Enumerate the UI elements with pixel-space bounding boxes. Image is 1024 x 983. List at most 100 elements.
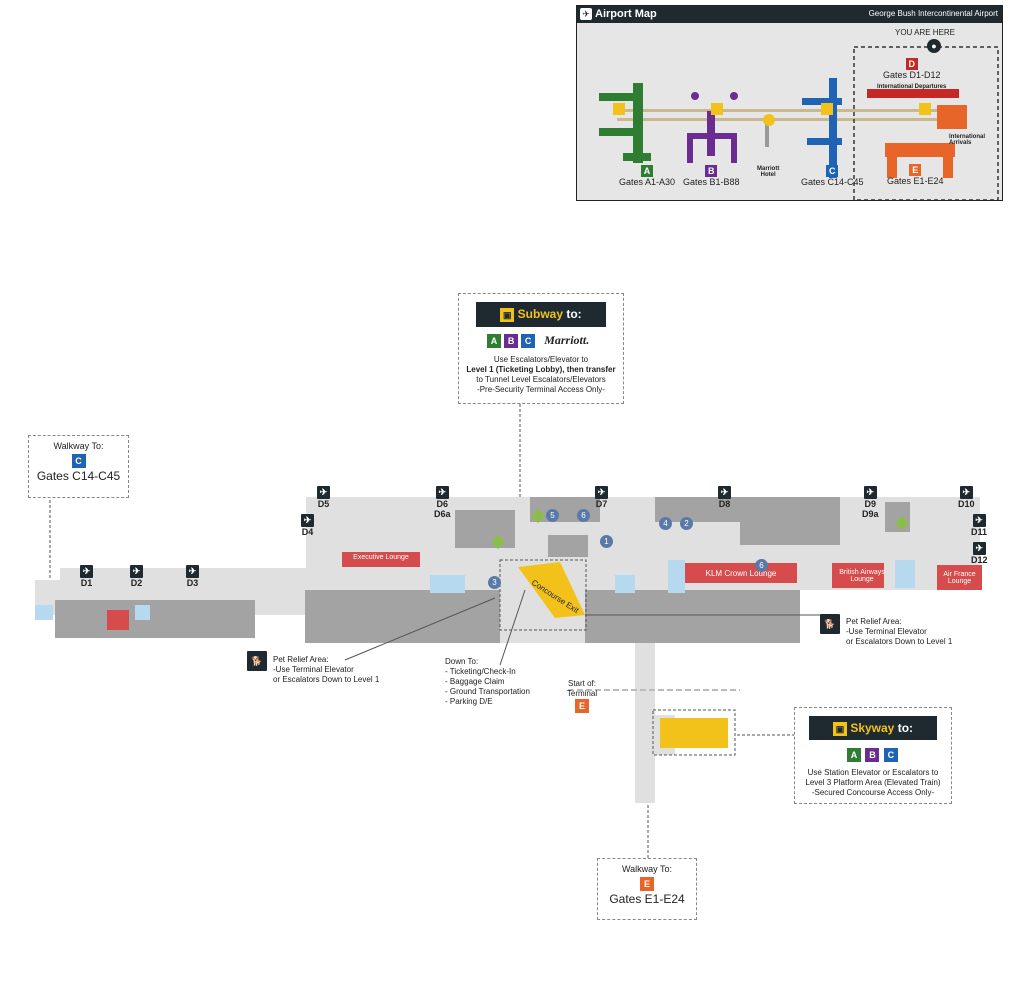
gate-d12-label: D12 — [971, 555, 988, 565]
gate-d9a-label: D9a — [862, 509, 879, 519]
gate-d9-label: D9 — [864, 499, 877, 509]
start-of-terminal-label: Terminal — [566, 689, 598, 698]
you-are-here-icon: ● — [927, 39, 941, 53]
skyway-to: to: — [897, 721, 914, 735]
walkway-e-title: Walkway To: — [621, 864, 672, 874]
gate-d8-label: D8 — [718, 499, 731, 509]
airplane-icon: ✈ — [301, 514, 314, 527]
skyway-destinations: A B C — [847, 745, 898, 763]
terminal-d-letter: D — [905, 58, 918, 70]
subway-line-1: Use Escalators/Elevator to — [493, 355, 589, 364]
pet-left-line-1: Pet Relief Area: — [273, 655, 329, 664]
gate-d3: ✈D3 — [186, 565, 199, 588]
airplane-icon: ✈ — [435, 486, 449, 499]
skyway-line-1: Use Station Elevator or Escalators to — [807, 768, 939, 777]
you-are-here-label: YOU ARE HERE — [895, 28, 956, 37]
overview-map-drawing — [599, 46, 999, 200]
airplane-icon: ✈ — [130, 565, 143, 578]
gate-d10-label: D10 — [958, 499, 975, 509]
subway-banner: ▣ Subway to: — [476, 302, 606, 327]
terminal-d-gates: Gates D1-D12 — [883, 70, 941, 80]
number-badge: 1 — [600, 535, 613, 548]
terminal-a-gates: Gates A1-A30 — [619, 177, 676, 187]
gate-d11-label: D11 — [971, 527, 988, 537]
subway-line-2: Level 1 (Ticketing Lobby), then transfer — [466, 365, 616, 374]
pet-right-line-2: -Use Terminal Elevator — [846, 627, 927, 636]
airplane-icon: ✈ — [580, 8, 592, 20]
walkway-e-box: Walkway To: E Gates E1-E24 — [597, 858, 697, 920]
airplane-icon: ✈ — [718, 486, 731, 499]
terminal-a-letter: A — [641, 165, 654, 177]
number-badge: 6 — [577, 509, 590, 522]
terminal-e-letter: E — [909, 164, 922, 176]
walkway-e-gates: Gates E1-E24 — [609, 892, 685, 906]
airplane-icon: ✈ — [80, 565, 93, 578]
terminal-b-marker: B Gates B1-B88 — [683, 165, 740, 187]
gate-d1-label: D1 — [80, 578, 93, 588]
walkway-c-letter: C — [71, 454, 86, 468]
number-badge: 5 — [546, 509, 559, 522]
skyway-letter-a: A — [847, 748, 861, 762]
skyway-instructions: Use Station Elevator or Escalators to Le… — [795, 768, 951, 798]
subway-line-4: -Pre-Security Terminal Access Only- — [477, 385, 605, 394]
subway-line-3: to Tunnel Level Escalators/Elevators — [476, 375, 606, 384]
overview-map-title: Airport Map — [595, 8, 657, 20]
down-to-line-1: - Ticketing/Check-In — [445, 667, 516, 676]
skyway-banner: ▣ Skyway to: — [809, 716, 937, 740]
terminal-e-letter: E — [575, 699, 589, 713]
skyway-letter-b: B — [865, 748, 880, 762]
walkway-e-letter: E — [640, 877, 654, 891]
terminal-e-marker: E Gates E1-E24 — [887, 164, 944, 186]
pet-relief-icon: 🐕 — [820, 614, 840, 634]
airplane-icon: ✈ — [186, 565, 199, 578]
british-airways-lounge-label: British Airways Lounge — [839, 569, 885, 583]
skyway-letter-c: C — [883, 748, 898, 762]
gate-d8: ✈D8 — [718, 486, 731, 509]
pet-relief-right-note: Pet Relief Area: -Use Terminal Elevator … — [846, 617, 952, 647]
marriott-hotel-label: Marriott Hotel — [757, 166, 780, 178]
overview-map-header: ✈ Airport Map George Bush Intercontinent… — [577, 6, 1002, 23]
gate-d12: ✈D12 — [971, 542, 988, 565]
walkway-c-gates: Gates C14-C45 — [36, 469, 121, 483]
skyway-info-box: ▣ Skyway to: A B C Use Station Elevator … — [794, 707, 952, 804]
skyway-title: Skyway — [850, 721, 895, 735]
gate-d7: ✈D7 — [595, 486, 608, 509]
down-to-line-4: - Parking D/E — [445, 697, 493, 706]
gate-d5: ✈D5 — [317, 486, 330, 509]
subway-letter-a: A — [487, 334, 501, 348]
international-departures-label: International Departures — [877, 84, 947, 90]
terminal-d-marker: D Gates D1-D12 — [883, 58, 941, 80]
gate-d7-label: D7 — [595, 499, 608, 509]
gate-d2: ✈D2 — [130, 565, 143, 588]
pet-relief-icon: 🐕 — [247, 651, 267, 671]
terminal-c-gates: Gates C14-C45 — [801, 177, 864, 187]
start-of-label: Start of: — [567, 679, 596, 688]
international-arrivals-label: International Arrivals — [949, 134, 986, 146]
gate-d3-label: D3 — [186, 578, 199, 588]
pet-right-line-3: or Escalators Down to Level 1 — [846, 637, 953, 646]
airport-overview-map: ✈ Airport Map George Bush Intercontinent… — [576, 5, 1003, 201]
gate-d10: ✈D10 — [958, 486, 975, 509]
terminal-c-letter: C — [826, 165, 839, 177]
subway-letter-c: C — [521, 334, 536, 348]
pet-right-line-1: Pet Relief Area: — [846, 617, 902, 626]
number-badge: 4 — [659, 517, 672, 530]
subway-destinations: A B C Marriott. — [487, 333, 589, 348]
subway-info-box: ▣ Subway to: A B C Marriott. Use Escalat… — [458, 293, 624, 404]
down-to-line-2: - Baggage Claim — [445, 677, 505, 686]
pet-relief-left-note: Pet Relief Area: -Use Terminal Elevator … — [273, 655, 379, 685]
subway-to: to: — [566, 307, 582, 321]
gate-d11: ✈D11 — [971, 514, 987, 537]
airplane-icon: ✈ — [972, 514, 986, 527]
pet-left-line-2: -Use Terminal Elevator — [273, 665, 354, 674]
terminal-b-letter: B — [705, 165, 718, 177]
executive-lounge-label: Executive Lounge — [353, 554, 409, 561]
pet-left-line-3: or Escalators Down to Level 1 — [273, 675, 380, 684]
walkway-c-title: Walkway To: — [53, 441, 104, 451]
gate-d6-label: D6 — [436, 499, 449, 509]
airport-name: George Bush Intercontinental Airport — [868, 9, 998, 18]
airplane-icon: ✈ — [595, 486, 608, 499]
number-badge: 3 — [488, 576, 501, 589]
